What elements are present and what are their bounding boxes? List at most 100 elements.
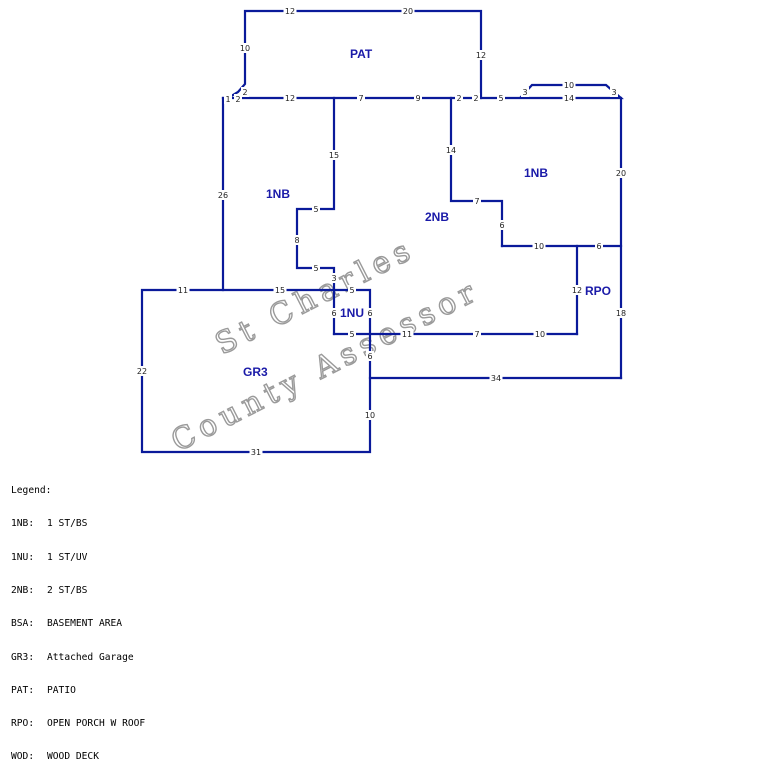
legend-desc: WOOD DECK: [47, 751, 99, 763]
dimension-label-bg: [474, 50, 488, 60]
legend-entry: RPO: OPEN PORCH W ROOF: [11, 718, 145, 729]
dimension-label-inner-5a: 5: [313, 205, 318, 214]
dimension-label-bg: [497, 93, 505, 103]
dimension-label-top-2b: 2: [473, 94, 478, 103]
dimension-label-nu-5bot: 5: [349, 330, 354, 339]
dimension-label-bg: [595, 241, 603, 251]
legend-desc: OPEN PORCH W ROOF: [47, 718, 146, 730]
dimension-label-left-26: 26: [218, 191, 228, 200]
dimension-label-bg: [401, 6, 415, 16]
legend-code: WOD:: [11, 751, 35, 763]
dimension-label-bg: [283, 6, 297, 16]
dimension-label-top-9: 9: [415, 94, 420, 103]
dimension-label-nu-5top: 5: [349, 286, 354, 295]
dimension-label-bg: [327, 150, 341, 160]
dimension-label-bg: [614, 168, 628, 178]
dimension-label-inner-15: 15: [329, 151, 339, 160]
dimension-label-bg: [533, 329, 547, 339]
dimension-label-bay-10: 10: [564, 81, 574, 90]
dimension-label-bg: [610, 87, 618, 97]
legend-code: GR3:: [11, 651, 35, 663]
legend-desc: BASEMENT AREA: [47, 618, 123, 630]
dimension-label-bg: [273, 285, 287, 295]
dimension-label-stair-a: 2: [242, 88, 247, 97]
dimension-label-bg: [498, 220, 506, 230]
legend-entry: 1NU:1 ST/UV: [11, 552, 145, 563]
dimension-label-bg: [234, 94, 242, 104]
dimension-label-bg: [312, 204, 320, 214]
dimension-label-nu-10: 10: [535, 330, 545, 339]
dimension-label-bg: [238, 43, 252, 53]
dimension-label-gar-31: 31: [251, 448, 261, 457]
legend-entry: BSA: BASEMENT AREA: [11, 618, 145, 629]
dimension-label-gar-6: 6: [367, 352, 372, 361]
building-sketch: St Charles County Assessor PAT 1NB 1NB 2: [135, 6, 628, 460]
dimension-label-pat-left: 10: [240, 44, 250, 53]
dimension-label-bg: [472, 93, 480, 103]
watermark: St Charles County Assessor: [165, 231, 487, 460]
dimension-label-nb-10: 10: [534, 242, 544, 251]
wall-garage: [140, 288, 372, 454]
area-label-1nb-right: 1NB: [524, 166, 548, 180]
dimension-label-mid-7: 7: [474, 197, 479, 206]
legend-code: 1NB:: [11, 518, 35, 530]
dimension-label-nu-7: 7: [474, 330, 479, 339]
dimension-label-bay-3b: 3: [611, 88, 616, 97]
area-label-1nb-left: 1NB: [266, 187, 290, 201]
legend-desc: 1 ST/BS: [47, 518, 88, 530]
dimension-label-bg: [532, 241, 546, 251]
dimension-label-bg: [357, 93, 365, 103]
legend-entry: GR3: Attached Garage: [11, 652, 145, 663]
area-label-1nu: 1NU: [340, 306, 364, 320]
dimension-label-bg: [216, 190, 230, 200]
walls: [140, 9, 624, 454]
dimension-label-nu-3: 3: [331, 274, 336, 283]
dimension-label-bg: [348, 329, 356, 339]
dimension-label-bg: [414, 93, 422, 103]
dimension-label-rpo-18: 18: [616, 309, 626, 318]
dimension-label-bg: [614, 308, 628, 318]
dimension-label-nu-6r: 6: [367, 309, 372, 318]
dimension-label-bg: [348, 285, 356, 295]
legend-entry: WOD: WOOD DECK: [11, 751, 145, 762]
legend-code: 2NB:: [11, 585, 35, 597]
dimension-label-bg: [363, 410, 377, 420]
legend-desc: 2 ST/BS: [47, 585, 88, 597]
legend-code: BSA:: [11, 618, 35, 630]
legend-entry: PAT:PATIO: [11, 685, 145, 696]
dimension-label-bg: [570, 285, 584, 295]
dimension-label-bg: [455, 93, 463, 103]
dimension-label-top-12: 12: [285, 94, 295, 103]
legend-title: Legend:: [11, 485, 52, 497]
wall-inner-step: [295, 96, 336, 292]
wall-2nb-notch: [449, 96, 504, 248]
legend-code: RPO:: [11, 718, 35, 730]
dimension-label-bg: [444, 145, 458, 155]
area-label-pat: PAT: [350, 47, 373, 61]
dimension-label-gar-34: 34: [491, 374, 501, 383]
dimension-label-bg: [473, 196, 481, 206]
dimension-label-bg: [312, 263, 320, 273]
dimension-label-bg: [400, 329, 414, 339]
dimension-label-bg: [330, 308, 338, 318]
legend-desc: PATIO: [47, 684, 76, 696]
dimension-label-bg: [293, 235, 301, 245]
dimension-label-right-20: 20: [616, 169, 626, 178]
legend-desc: Attached Garage: [47, 651, 134, 663]
dimension-label-top-7: 7: [358, 94, 363, 103]
dimension-label-mid-14: 14: [446, 146, 456, 155]
dimension-label-rpo-12: 12: [572, 286, 582, 295]
dimension-label-bg: [330, 273, 338, 283]
dimension-label-gar-11: 11: [178, 286, 188, 295]
dimension-label-bg: [489, 373, 503, 383]
dimension-label-bay-3a: 3: [522, 88, 527, 97]
legend-entry: 1NB: 1 ST/BS: [11, 518, 145, 529]
dimension-label-pat-top-b: 20: [403, 7, 413, 16]
dimension-label-inner-8: 8: [294, 236, 299, 245]
dimension-label-bg: [366, 351, 374, 361]
dimension-label-stair-b: 2: [235, 95, 240, 104]
dimension-label-top-5: 5: [498, 94, 503, 103]
dimension-label-bg: [224, 94, 232, 104]
dimension-label-bg: [283, 93, 297, 103]
